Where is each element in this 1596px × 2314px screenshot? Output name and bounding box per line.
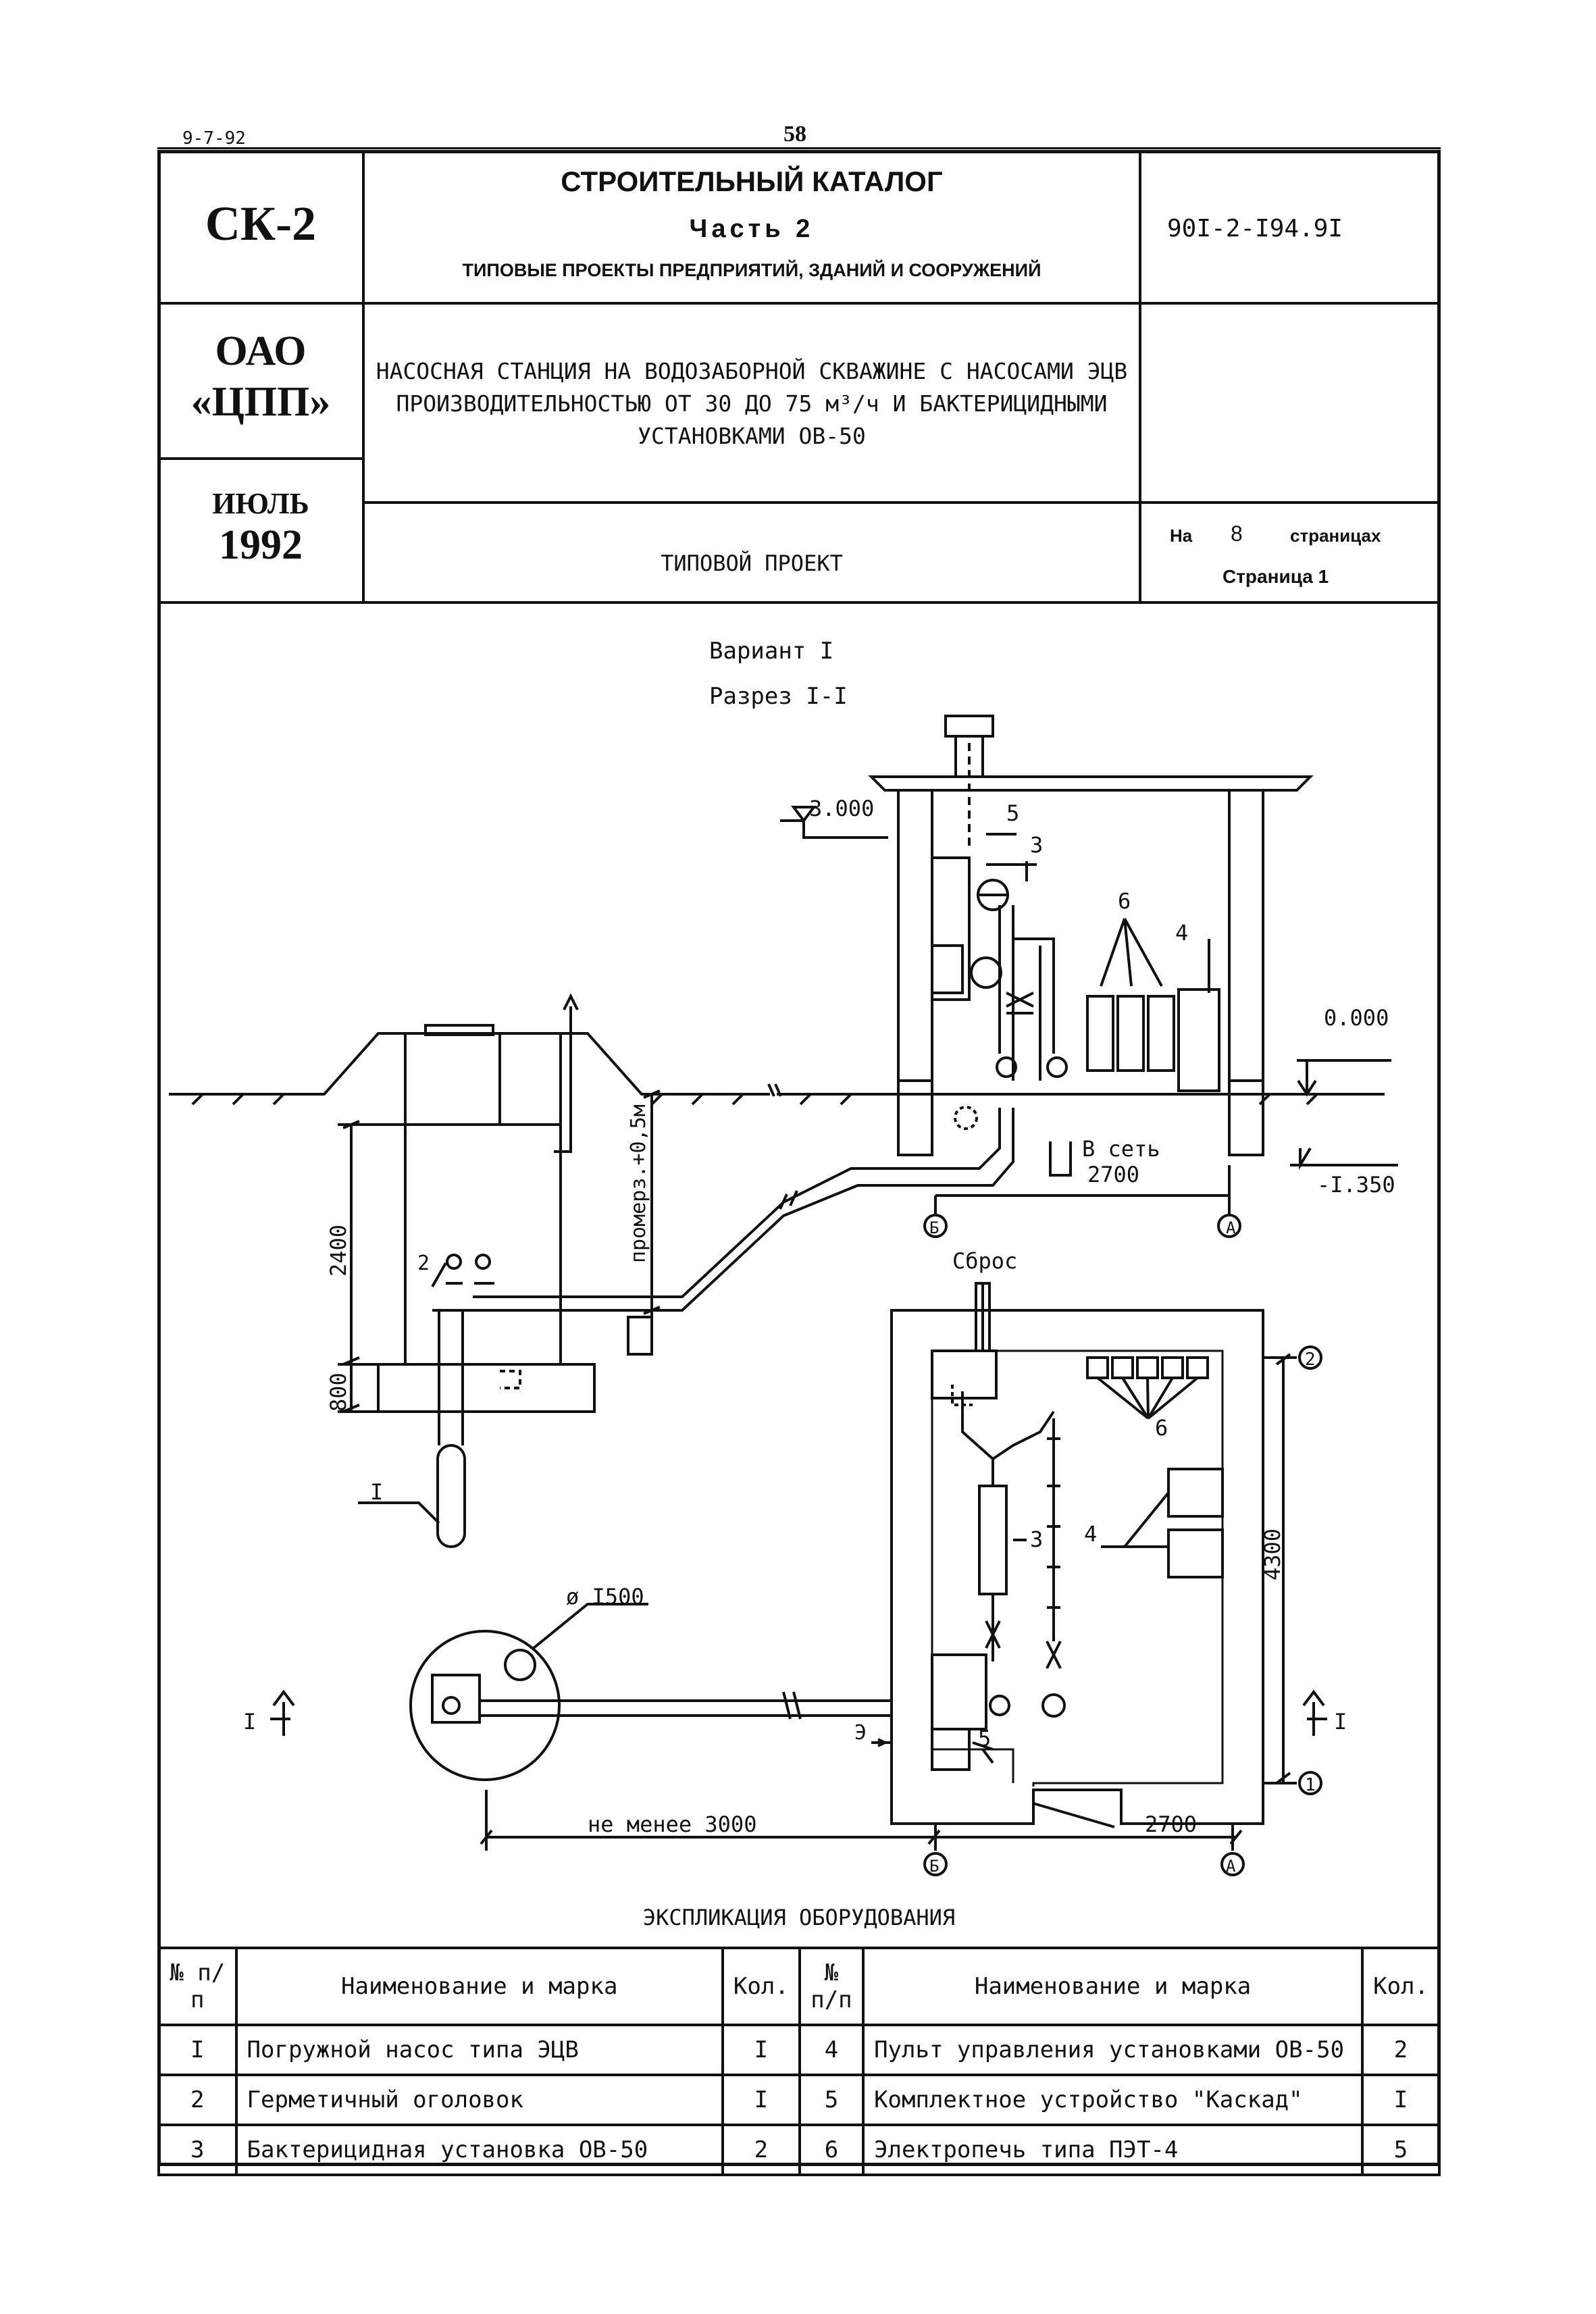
catalog-title: СТРОИТЕЛЬНЫЙ КАТАЛОГ (561, 165, 943, 197)
axis-b-section: Б (929, 1218, 939, 1237)
header-qty-left: Кол. (721, 1947, 801, 2026)
technical-drawing: Вариант I Разрез I-I 3.000 0.000 -I.350 … (169, 638, 1398, 1876)
callout-4-plan: 4 (1084, 1521, 1097, 1547)
elev-ground: 0.000 (1324, 1005, 1389, 1031)
pages-suffix: страницах (1290, 525, 1381, 546)
pages-count: 8 (1231, 521, 1243, 546)
explication-title: ЭКСПЛИКАЦИЯ ОБОРУДОВАНИЯ (642, 1905, 956, 1930)
project-code: 90I-2-I94.9I (1167, 215, 1343, 242)
cell-name: Герметичный оголовок (234, 2074, 724, 2126)
date-code: 9-7-92 (182, 128, 246, 149)
callout-5-section: 5 (1006, 800, 1019, 826)
callout-6-plan: 6 (1155, 1415, 1168, 1441)
discharge-label: Сброс (952, 1248, 1017, 1274)
description-line2: ПРОИЗВОДИТЕЛЬНОСТЬЮ ОТ 30 ДО 75 м³/ч И Б… (396, 390, 1108, 417)
year: 1992 (219, 522, 303, 568)
callout-3-section: 3 (1030, 832, 1043, 858)
cell-qty: I (1361, 2074, 1441, 2126)
header-name-left: Наименование и марка (234, 1947, 724, 2026)
variant-label: Вариант I (709, 638, 833, 665)
cell-name: Погружной насос типа ЭЦВ (234, 2024, 724, 2076)
cell-name: Пульт управления установками ОВ-50 (862, 2024, 1364, 2076)
pages-prefix: На (1170, 525, 1193, 546)
org-line2: «ЦПП» (190, 379, 331, 425)
header-num-left: № п/п (157, 1947, 238, 2026)
description-line3: УСТАНОВКАМИ ОВ-50 (638, 423, 866, 449)
catalog-subtitle: ТИПОВЫЕ ПРОЕКТЫ ПРЕДПРИЯТИЙ, ЗДАНИЙ И СО… (462, 260, 1041, 280)
page-label: Страница 1 (1222, 566, 1329, 587)
elev-top: 3.000 (809, 796, 874, 821)
series-code: СК-2 (205, 197, 317, 251)
dim-4300: 4300 (1260, 1528, 1285, 1580)
cell-num: 5 (798, 2074, 865, 2126)
axis-2: 2 (1305, 1349, 1316, 1370)
cell-num: 4 (798, 2024, 865, 2076)
doc-type: ТИПОВОЙ ПРОЕКТ (661, 550, 843, 576)
catalog-part: Часть 2 (689, 215, 815, 243)
cell-qty: 5 (1361, 2124, 1441, 2176)
cell-name: Электропечь типа ПЭТ-4 (862, 2124, 1364, 2176)
axis-1: 1 (1305, 1775, 1316, 1795)
table-row: I Погружной насос типа ЭЦВ I 4 Пульт упр… (157, 2024, 1441, 2076)
dim-800: 800 (326, 1372, 351, 1412)
callout-4-section: 4 (1175, 920, 1188, 946)
dim-2700-section: 2700 (1087, 1162, 1139, 1187)
dim-2700-plan: 2700 (1145, 1811, 1197, 1837)
month: ИЮЛЬ (212, 487, 309, 520)
section-title: Разрез I-I (709, 683, 848, 710)
cell-num: 6 (798, 2124, 865, 2176)
callout-1: I (370, 1479, 383, 1505)
callout-6-section: 6 (1118, 888, 1131, 914)
header-num-right: № п/п (798, 1947, 865, 2026)
callout-2: 2 (417, 1252, 430, 1275)
cut-mark-left: I (243, 1709, 256, 1734)
frost-label: промерз.+0,5м (627, 1104, 650, 1263)
cell-qty: 2 (721, 2124, 801, 2176)
cell-qty: 2 (1361, 2024, 1441, 2076)
to-network-label: В сеть (1082, 1136, 1160, 1162)
description-line1: НАСОСНАЯ СТАНЦИЯ НА ВОДОЗАБОРНОЙ СКВАЖИН… (376, 358, 1128, 384)
header-qty-right: Кол. (1361, 1947, 1441, 2026)
table-row: 3 Бактерицидная установка ОВ-50 2 6 Элек… (157, 2124, 1441, 2176)
axis-a-section: А (1226, 1218, 1236, 1237)
table-header-row: № п/п Наименование и марка Кол. № п/п На… (157, 1947, 1441, 2026)
cell-num: I (157, 2024, 238, 2076)
dim-2400: 2400 (326, 1225, 351, 1277)
callout-5-plan: 5 (978, 1726, 991, 1751)
cell-num: 3 (157, 2124, 238, 2176)
header-name-right: Наименование и марка (862, 1947, 1364, 2026)
e-label: Э (854, 1721, 867, 1745)
elev-bottom: -I.350 (1317, 1172, 1395, 1198)
cell-name: Комплектное устройство "Каскад" (862, 2074, 1364, 2126)
diameter-label: ø I500 (566, 1584, 644, 1610)
min-distance-label: не менее 3000 (588, 1811, 756, 1837)
page-number: 58 (783, 122, 806, 147)
explication-table: № п/п Наименование и марка Кол. № п/п На… (157, 1947, 1441, 2176)
cell-qty: I (721, 2074, 801, 2126)
axis-a-plan: А (1226, 1857, 1236, 1876)
table-row: 2 Герметичный оголовок I 5 Комплектное у… (157, 2074, 1441, 2126)
cell-name: Бактерицидная установка ОВ-50 (234, 2124, 724, 2176)
axis-b-plan: Б (929, 1857, 939, 1876)
cell-num: 2 (157, 2074, 238, 2126)
cell-qty: I (721, 2024, 801, 2076)
callout-3-plan: 3 (1030, 1526, 1043, 1552)
org-line1: ОАО (215, 328, 307, 374)
cut-mark-right: I (1334, 1709, 1347, 1734)
